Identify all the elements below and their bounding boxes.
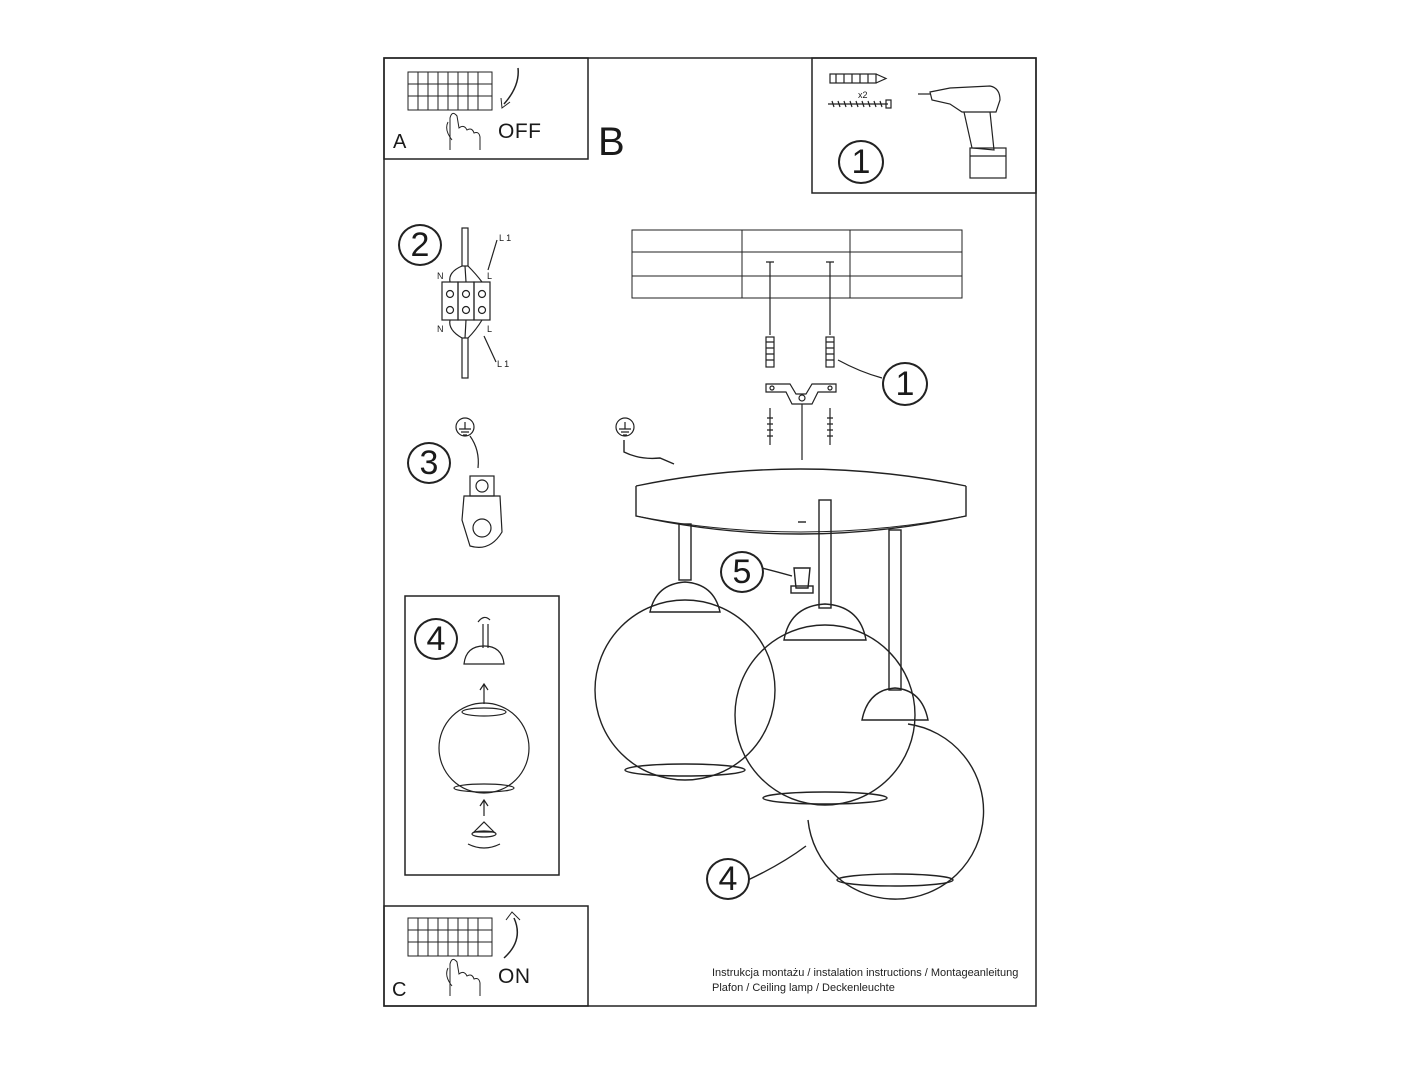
- switch-off-icon: [407, 67, 519, 150]
- step-3-marker: 3: [407, 442, 451, 484]
- step-1-tools-marker: 1: [838, 140, 884, 184]
- panel-c: [383, 905, 589, 1007]
- wire-l-bottom: L: [487, 324, 493, 334]
- page-border: [383, 57, 1037, 1007]
- panel-tools: [811, 57, 1037, 194]
- switch-off-label: OFF: [498, 120, 542, 143]
- ceiling-illustration: [631, 229, 963, 299]
- step-1-marker: 1: [882, 362, 928, 406]
- mounting-hardware: [765, 261, 883, 460]
- footer-product-name: Plafon / Ceiling lamp / Deckenleuchte: [712, 982, 895, 994]
- wiring-diagram: [441, 227, 498, 379]
- screw-quantity: x2: [858, 90, 868, 100]
- wire-l1-top: L 1: [499, 233, 512, 243]
- earth-terminal-illustration: [455, 417, 635, 548]
- wire-l1-bottom: L 1: [497, 359, 510, 369]
- switch-on-label: ON: [498, 965, 531, 988]
- step-4-marker: 4: [706, 858, 750, 900]
- step-4-box-marker: 4: [414, 618, 458, 660]
- section-b-label: B: [598, 120, 625, 164]
- shade-assembly-illustration: [438, 616, 530, 849]
- section-a-label: A: [393, 131, 407, 153]
- step-5-marker: 5: [720, 551, 764, 593]
- panel-4: [404, 595, 560, 876]
- tools-illustration: [828, 73, 1007, 179]
- footer-instructions-title: Instrukcja montażu / instalation instruc…: [712, 967, 1019, 979]
- switch-on-icon: [407, 911, 521, 996]
- lamp-illustration: [594, 440, 985, 900]
- step-2-marker: 2: [398, 224, 442, 266]
- wire-n-bottom: N: [437, 324, 444, 334]
- section-c-label: C: [392, 979, 407, 1001]
- wire-n-top: N: [437, 271, 444, 281]
- panel-a: [383, 57, 589, 160]
- wire-l-top: L: [487, 271, 493, 281]
